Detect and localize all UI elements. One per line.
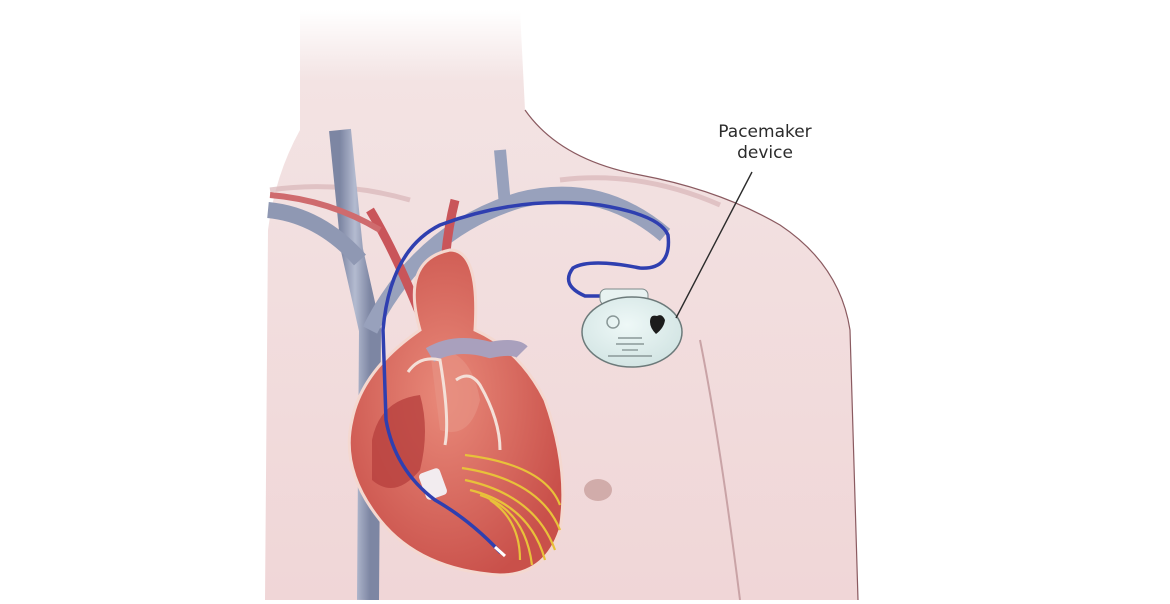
label-line-1: Pacemaker bbox=[718, 122, 812, 142]
label-leader-line bbox=[675, 171, 753, 319]
label-line-2: device bbox=[737, 143, 793, 163]
pacemaker-device bbox=[581, 288, 683, 368]
lead-wire bbox=[381, 200, 671, 554]
logo-icon bbox=[606, 315, 620, 329]
pacemaker-device-label: Pacemaker device bbox=[700, 122, 830, 164]
conduction-waves bbox=[461, 453, 562, 566]
heart-icon bbox=[650, 315, 665, 334]
